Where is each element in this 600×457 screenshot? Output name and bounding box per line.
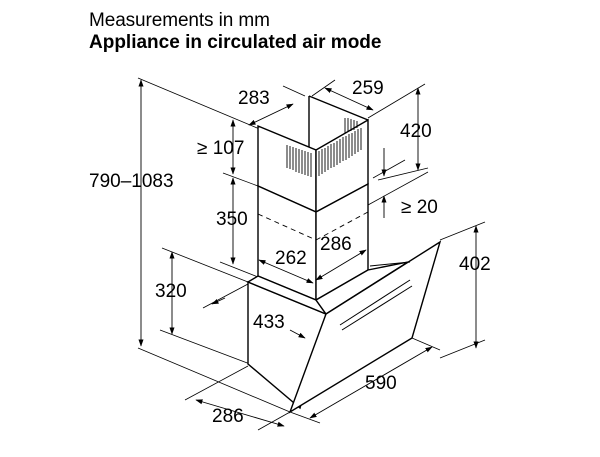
label-ceiling-gap: ≥ 107: [197, 138, 244, 159]
label-canopy-height: 320: [155, 281, 187, 302]
label-glass-height: 402: [459, 254, 491, 275]
label-upper-chimney-depth: 283: [238, 88, 270, 109]
label-canopy-depth-top: 433: [253, 312, 285, 333]
overlap-hidden-line: [257, 211, 369, 241]
single-arrows: [211, 148, 387, 339]
label-chimney-overlap: ≥ 20: [401, 197, 438, 218]
label-lower-chimney-width: 286: [320, 234, 352, 255]
units-subtitle: Measurements in mm: [89, 10, 270, 31]
dimension-arrows: [138, 79, 479, 427]
label-upper-chimney-height: 420: [400, 121, 432, 142]
label-upper-chimney-width: 259: [352, 78, 384, 99]
label-lower-chimney-depth: 262: [275, 248, 307, 269]
label-lower-chimney-height: 350: [216, 209, 248, 230]
canopy-details: [339, 261, 413, 331]
title-block: Measurements in mm Appliance in circulat…: [89, 10, 381, 54]
label-total-height: 790–1083: [89, 171, 174, 192]
label-canopy-depth-bottom: 286: [212, 406, 244, 427]
label-canopy-width: 590: [365, 373, 397, 394]
dimension-labels: 790–1083 283 259 420 ≥ 107 350 ≥ 20 262 …: [89, 78, 491, 427]
diagram-title: Appliance in circulated air mode: [89, 32, 382, 53]
vent-slots: [286, 118, 362, 177]
